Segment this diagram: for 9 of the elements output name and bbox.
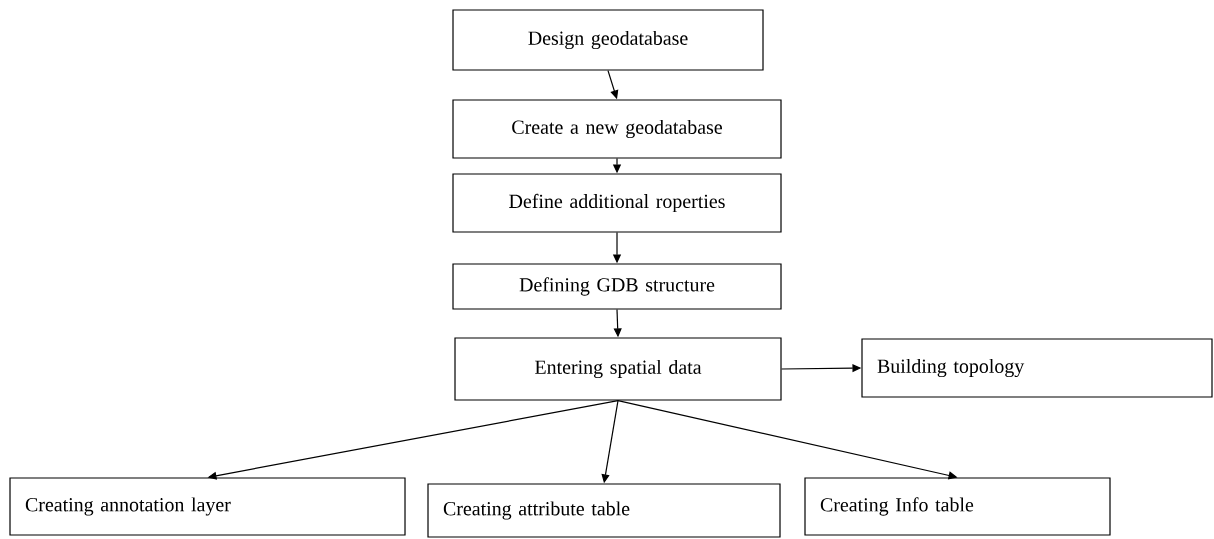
process-box: Building topology	[861, 338, 1213, 398]
process-box: Creating Info table	[804, 477, 1111, 536]
process-box: Create a new geodatabase	[452, 99, 782, 159]
process-box: Entering spatial data	[454, 337, 782, 401]
process-box: Creating attribute table	[427, 483, 781, 538]
process-box: Design geodatabase	[452, 9, 764, 71]
process-box: Define additional roperties	[452, 173, 782, 233]
process-box: Creating annotation layer	[9, 477, 406, 536]
process-box: Defining GDB structure	[452, 263, 782, 310]
